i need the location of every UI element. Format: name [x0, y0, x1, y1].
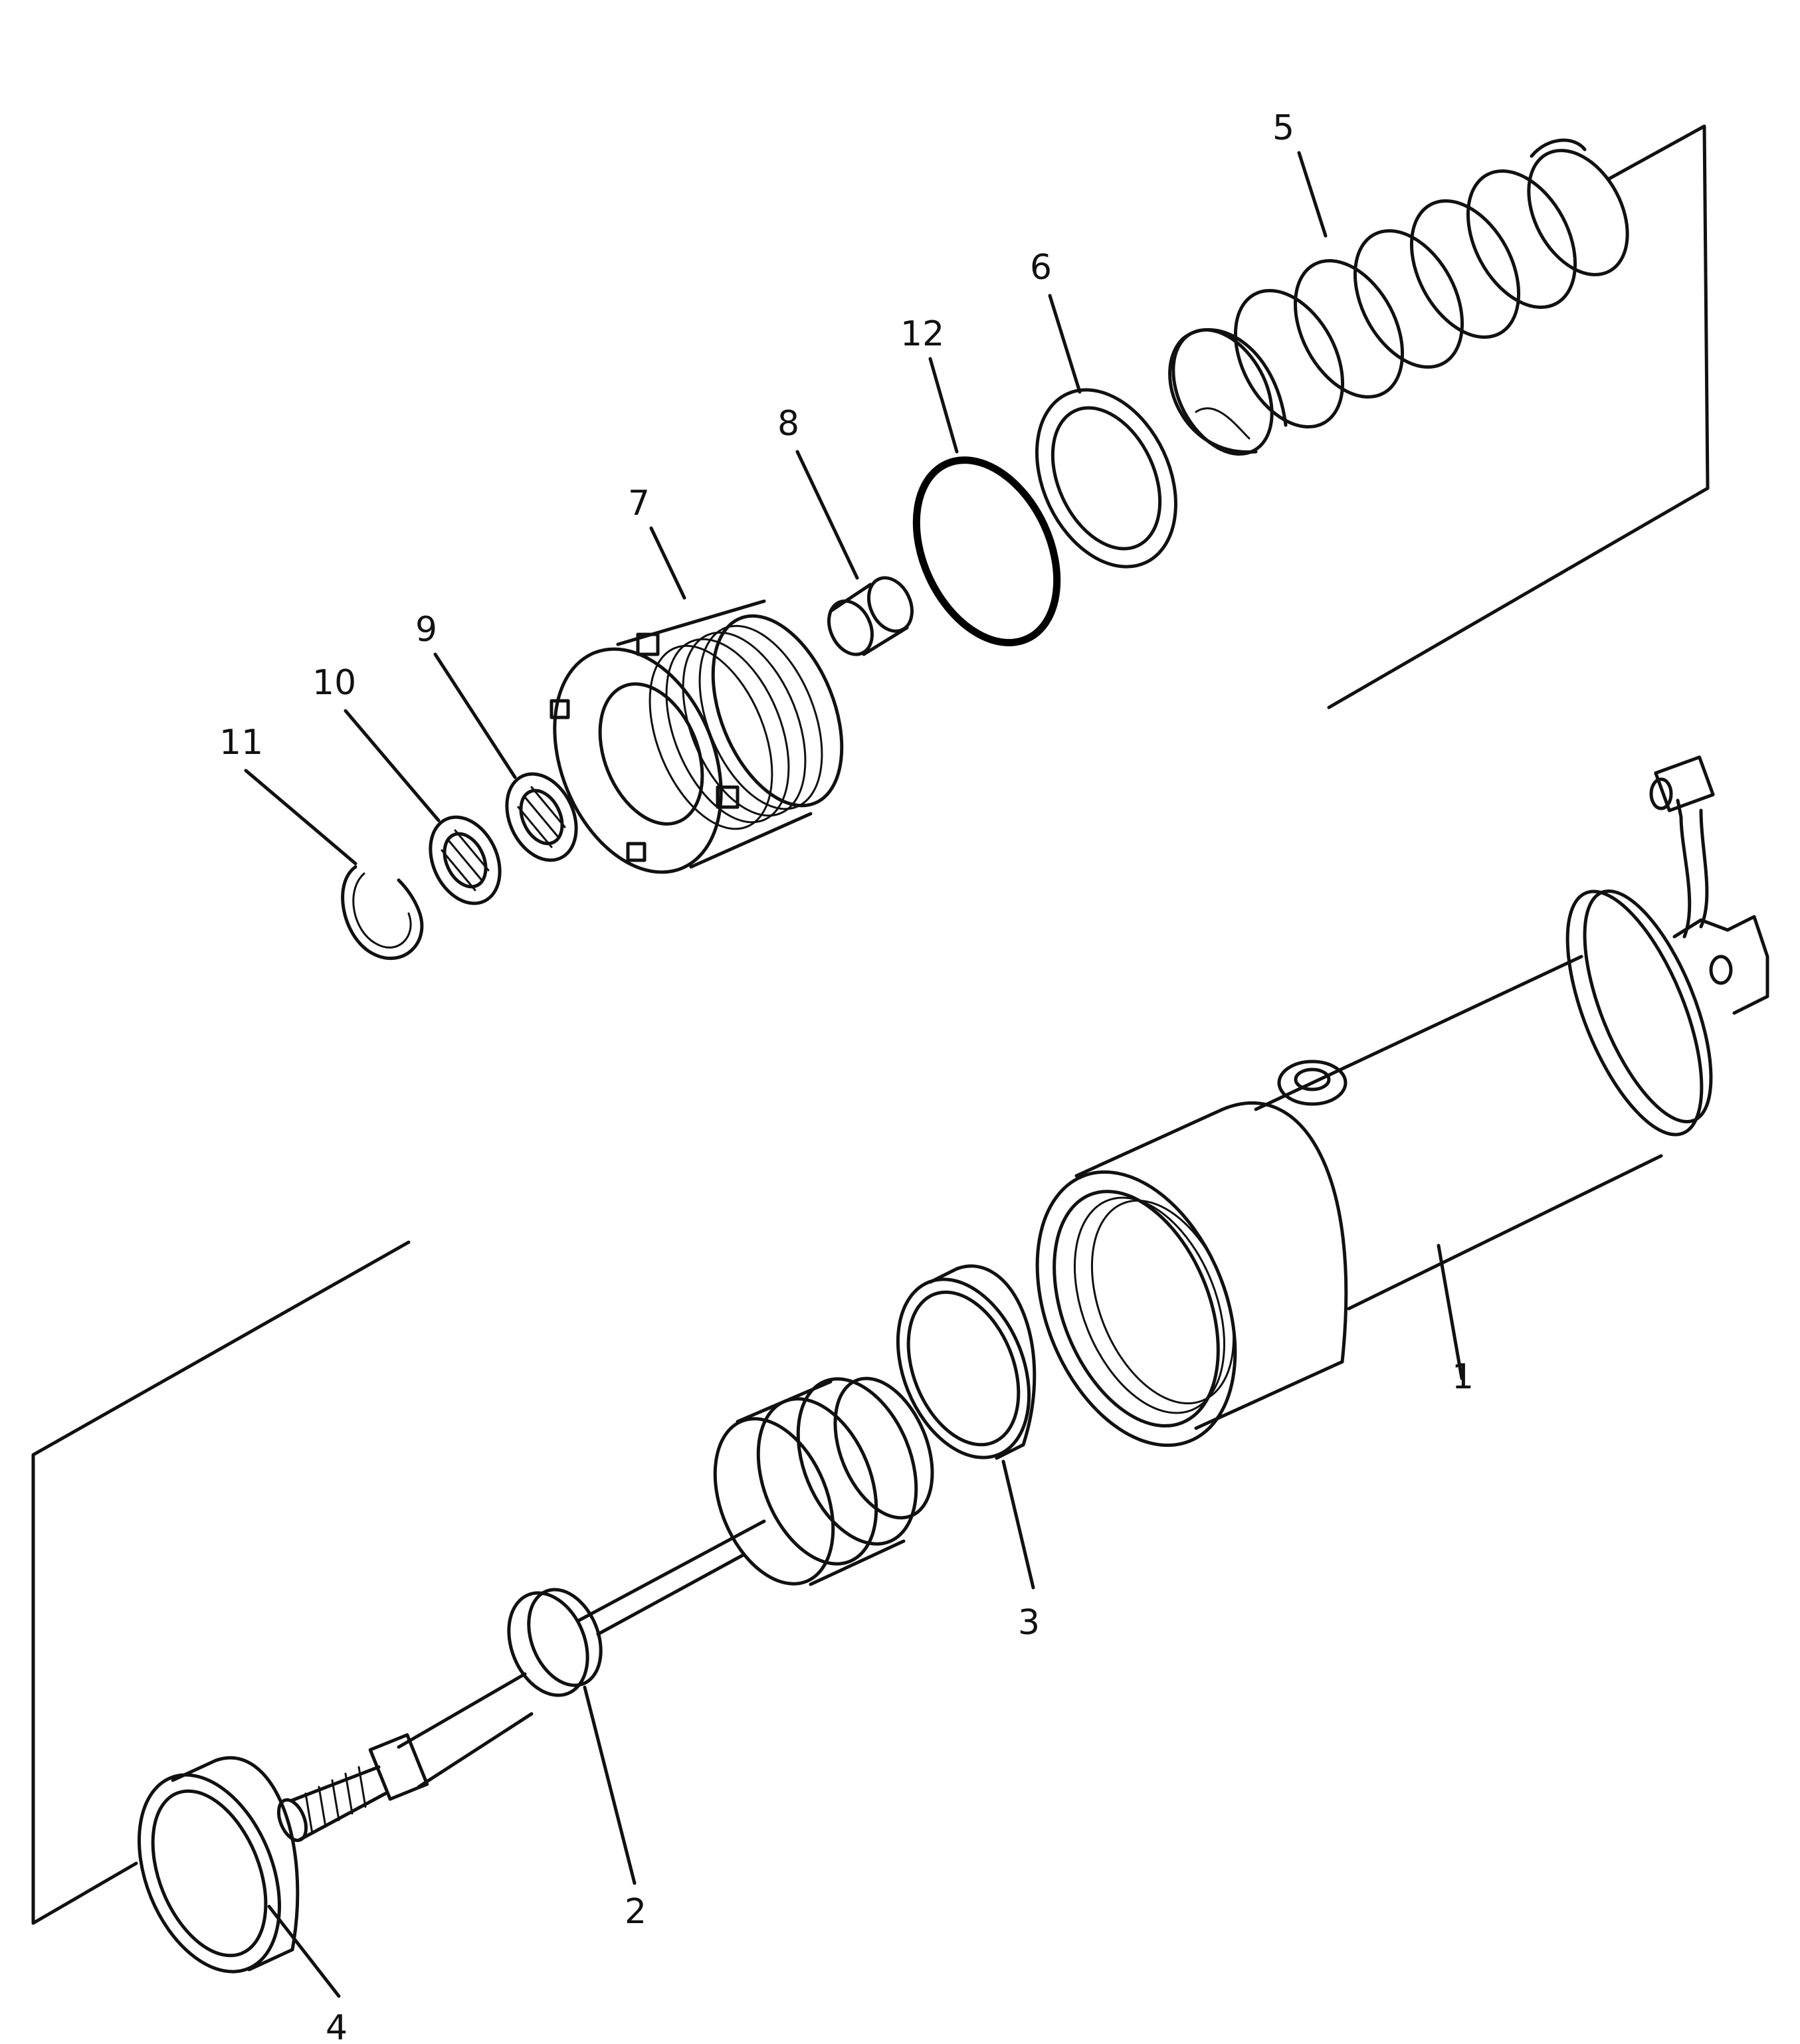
bearing-part-9 [505, 772, 578, 862]
leader-6 [1048, 294, 1082, 394]
o-ring-part-12 [912, 456, 1061, 646]
washer-part-6 [1035, 388, 1177, 569]
callout-labels: 1 2 3 4 5 6 7 8 9 10 11 12 [219, 108, 1474, 2044]
callout-10: 10 [312, 663, 356, 703]
callout-7: 7 [628, 484, 650, 523]
callout-6: 6 [1030, 248, 1052, 288]
bushing-part-8 [827, 576, 914, 656]
callout-12: 12 [900, 314, 944, 354]
callout-2: 2 [625, 1892, 647, 1932]
leader-1 [1437, 1244, 1464, 1380]
lower-assembly-bracket [31, 1240, 411, 1925]
callout-3: 3 [1018, 1603, 1040, 1643]
leader-8 [795, 450, 859, 580]
upper-assembly-bracket [1327, 124, 1710, 709]
callout-1: 1 [1452, 1357, 1474, 1397]
leader-7 [649, 526, 686, 600]
wear-ring-part-3 [896, 1264, 1037, 1460]
leader-9 [433, 652, 517, 779]
leader-11 [244, 769, 357, 866]
snap-ring-part-11 [341, 865, 424, 961]
callout-8: 8 [777, 404, 799, 444]
leader-2 [583, 1685, 637, 1885]
end-ring-part-4 [138, 1756, 300, 1974]
spring-part-5 [1168, 138, 1629, 456]
leader-5 [1297, 151, 1328, 238]
leader-4 [267, 1905, 341, 1998]
callout-11: 11 [219, 723, 263, 763]
leader-lines [244, 151, 1464, 1998]
callout-5: 5 [1272, 108, 1294, 148]
cylinder-body-part-1 [1035, 755, 1769, 1447]
bearing-part-10 [429, 815, 502, 905]
threaded-nut-part-7 [550, 599, 844, 874]
piston-rod-part-2 [276, 1376, 934, 1842]
leader-10 [344, 709, 441, 822]
leader-12 [928, 357, 959, 454]
callout-9: 9 [415, 610, 437, 650]
callout-4: 4 [326, 2008, 348, 2044]
leader-3 [1001, 1459, 1035, 1590]
